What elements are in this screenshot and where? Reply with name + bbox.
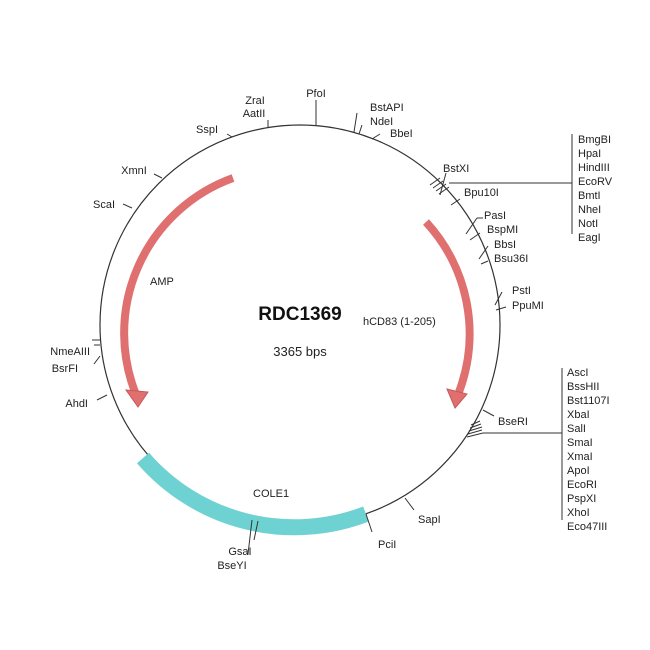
cluster-site-label: NotI: [578, 218, 598, 230]
site-label: XmnI: [121, 165, 147, 177]
cluster-site-label: EcoRV: [578, 176, 613, 188]
site-label: PpuMI: [512, 300, 544, 312]
site-label: BsrFI: [52, 363, 78, 375]
cluster-site-label: HindIII: [578, 162, 610, 174]
site-label: BspMI: [487, 224, 518, 236]
feature-arrowhead-amp: [124, 389, 149, 408]
site-label: NdeI: [370, 116, 393, 128]
feature-label-amp: AMP: [150, 276, 174, 288]
feature-arc-hcd83: [423, 219, 474, 394]
feature-label-hcd83: hCD83 (1-205): [363, 316, 436, 328]
cluster-site-label: Eco47III: [567, 521, 607, 533]
site-label: PstI: [512, 285, 531, 297]
site-label: BbeI: [390, 128, 413, 140]
site-label: ScaI: [93, 199, 115, 211]
cluster-site-label: BssHII: [567, 381, 599, 393]
cluster-site-label: NheI: [578, 204, 601, 216]
cluster-site-label: BmtI: [578, 190, 601, 202]
site-label: SspI: [196, 124, 218, 136]
site-label: AhdI: [65, 398, 88, 410]
site-label: PciI: [378, 539, 396, 551]
site-markers: PfoI ZraI AatII SspI XmnI ScaI BstAPI Nd…: [50, 88, 544, 572]
cluster-site-label: ApoI: [567, 465, 590, 477]
cluster-site-label: AscI: [567, 367, 588, 379]
site-label: NmeAIII: [50, 346, 90, 358]
site-label: BseYI: [217, 560, 246, 572]
site-label: BseRI: [498, 416, 528, 428]
site-cluster-top-right: BmgBI HpaI HindIII EcoRV BmtI NheI NotI …: [429, 134, 613, 244]
site-label: AatII: [243, 108, 266, 120]
cluster-site-label: XmaI: [567, 451, 593, 463]
site-label: Bpu10I: [464, 187, 499, 199]
plasmid-name: RDC1369: [258, 304, 341, 325]
plasmid-size: 3365 bps: [273, 344, 327, 359]
site-cluster-bottom-right: AscI BssHII Bst1107I XbaI SalI SmaI XmaI…: [466, 367, 610, 533]
site-label: ZraI: [245, 95, 265, 107]
site-label: PasI: [484, 210, 506, 222]
cluster-site-label: PspXI: [567, 493, 596, 505]
site-label: BstAPI: [370, 102, 404, 114]
cluster-site-label: BmgBI: [578, 134, 611, 146]
site-label: BstXI: [443, 163, 469, 175]
cluster-site-label: HpaI: [578, 148, 601, 160]
site-label: BbsI: [494, 239, 516, 251]
cluster-site-label: EagI: [578, 232, 601, 244]
cluster-site-label: XbaI: [567, 409, 590, 421]
site-label: GsaI: [228, 546, 251, 558]
site-label: PfoI: [306, 88, 326, 100]
feature-arc-cole1: [136, 452, 369, 536]
site-label: SapI: [418, 514, 441, 526]
feature-arrowhead-hcd83: [446, 388, 468, 409]
cluster-site-label: Bst1107I: [567, 395, 610, 407]
feature-arc-amp: [120, 174, 235, 399]
cluster-site-label: XhoI: [567, 507, 590, 519]
cluster-site-label: SalI: [567, 423, 586, 435]
site-label: Bsu36I: [494, 253, 528, 265]
feature-label-cole1: COLE1: [253, 488, 289, 500]
cluster-site-label: SmaI: [567, 437, 593, 449]
cluster-site-label: EcoRI: [567, 479, 597, 491]
